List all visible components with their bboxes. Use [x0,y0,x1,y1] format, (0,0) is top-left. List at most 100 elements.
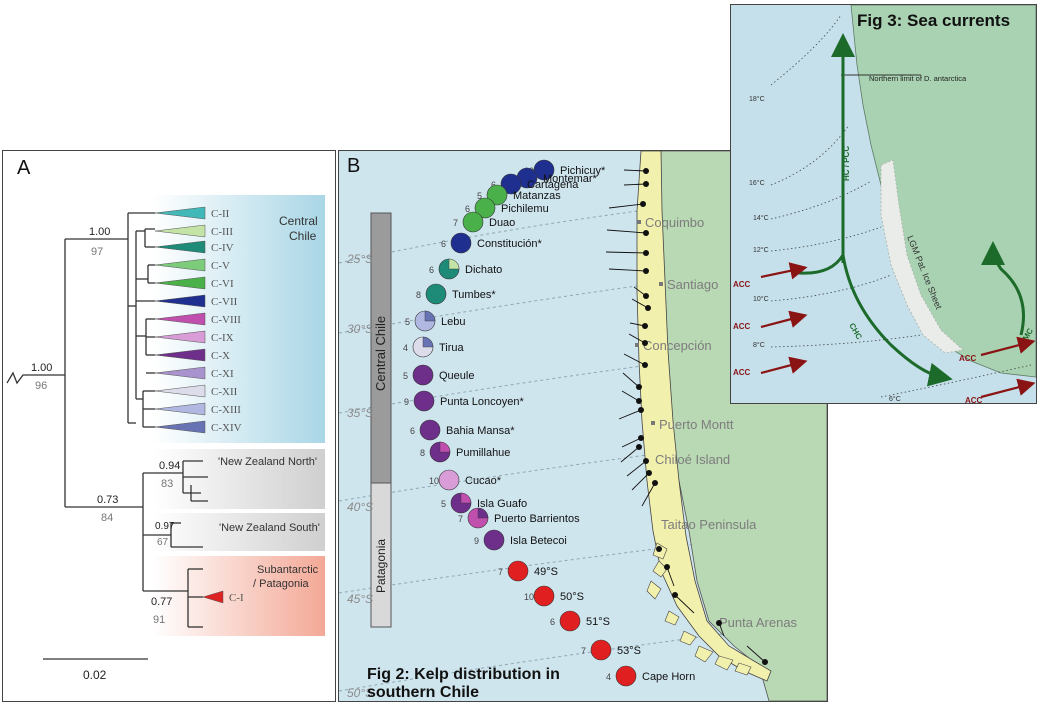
site-label: Pichilemu [501,203,549,215]
site-dot [646,470,652,476]
svg-text:7: 7 [453,218,458,228]
currents-map: LGM Pat. Ice Sheet 18°C 16°C 14°C 12°C 1… [733,5,1036,403]
svg-text:7: 7 [498,567,503,577]
iso-12: 12°C [753,246,769,254]
clade-label-c-xiii: C-XIII [211,404,241,416]
iso-16: 16°C [749,179,765,187]
support-root-bs: 96 [35,380,47,392]
site-label: Tumbes* [452,289,496,301]
support-central-bs: 97 [91,246,103,258]
svg-text:10: 10 [429,476,439,486]
site-label: Cartagena [527,179,579,191]
site-montemar-: 10Montemar* [507,167,649,189]
place-taitao: Taitao Peninsula [661,517,757,532]
svg-text:6: 6 [441,239,446,249]
lat-50: 50°S [347,686,373,700]
site-dot [664,564,670,570]
site-label: Constitución* [477,238,543,250]
chc-label: CHC [847,322,864,342]
chile-land [636,151,772,682]
support-nzs-pp: 0.97 [155,521,175,532]
clade-label-c-xiv: C-XIV [211,422,242,434]
clade-triangle-c-i [202,590,224,604]
clade-label-c-ix: C-IX [211,332,234,344]
acc-label-5: ACC [965,396,983,403]
svg-text:7: 7 [581,646,586,656]
place-coquimbo: Coquimbo [645,215,704,230]
site-dot [643,458,649,464]
site-label: Montemar* [543,173,598,185]
site-label: 50°S [560,591,584,603]
clade-label-c-vii: C-VII [211,296,238,308]
clade-triangle-c-vii [154,294,206,308]
hc-pcc-label: HC / PCC [842,146,851,181]
svg-text:4: 4 [606,672,611,682]
site-label: Lebu [441,316,465,328]
support-nzs-bs: 67 [157,537,169,548]
support-central-pp: 1.00 [89,226,110,238]
site-dot [645,305,651,311]
mc-arrow [981,241,1025,336]
svg-text:9: 9 [404,397,409,407]
support-south-bs: 84 [101,512,113,524]
support-sub-bs: 91 [153,614,165,626]
site-dot [636,384,642,390]
continent-land [850,5,1036,378]
site-dot [652,480,658,486]
place-chiloe: Chiloé Island [655,452,730,467]
clade-triangles: C-IIC-IIIC-IVC-VC-VIC-VIIC-VIIIC-IXC-XC-… [154,206,244,604]
site-dot [643,168,649,174]
clade-label-c-xii: C-XII [211,386,238,398]
clade-label-c-iii: C-III [211,226,233,238]
clade-triangle-c-ix [154,330,206,344]
clade-triangle-c-xiii [154,402,206,416]
site-dot [642,362,648,368]
clade-label-c-xi: C-XI [211,368,234,380]
support-sub-pp: 0.77 [151,596,172,608]
acc-label-4: ACC [959,354,977,363]
site-label: Duao [489,217,515,229]
clade-triangle-c-ii [154,206,206,220]
label-nz-north: 'New Zealand North' [218,456,317,468]
svg-text:5: 5 [403,371,408,381]
site-dot [656,546,662,552]
clade-label-c-v: C-V [211,260,230,272]
site-label: 51°S [586,616,610,628]
label-nz-south: 'New Zealand South' [219,522,320,534]
support-nzn-bs: 83 [161,478,173,490]
scale-bar-label: 0.02 [83,668,107,682]
clade-label-c-viii: C-VIII [211,314,241,326]
clade-label-c-vi: C-VI [211,278,234,290]
svg-text:6: 6 [465,204,470,214]
phylogeny-tree: C-IIC-IIIC-IVC-VC-VIC-VIIC-VIIIC-IXC-XC-… [6,195,325,682]
site-dot [643,293,649,299]
iso-8: 8°C [753,341,765,349]
site-label: Puerto Barrientos [494,513,580,525]
site-dot [638,435,644,441]
iso-10: 10°C [753,295,769,303]
acc-label-3: ACC [733,368,751,377]
clade-triangle-c-iv [154,240,206,254]
support-south-pp: 0.73 [97,494,118,506]
place-punta-arenas: Punta Arenas [719,615,798,630]
site-dot [762,659,768,665]
clade-label-c-i: C-I [229,592,244,604]
svg-text:7: 7 [458,514,463,524]
site-label: Dichato [465,264,502,276]
svg-text:6: 6 [410,426,415,436]
svg-text:4: 4 [403,343,408,353]
lat-45: 45°S [347,592,373,606]
iso-14: 14°C [753,214,769,222]
